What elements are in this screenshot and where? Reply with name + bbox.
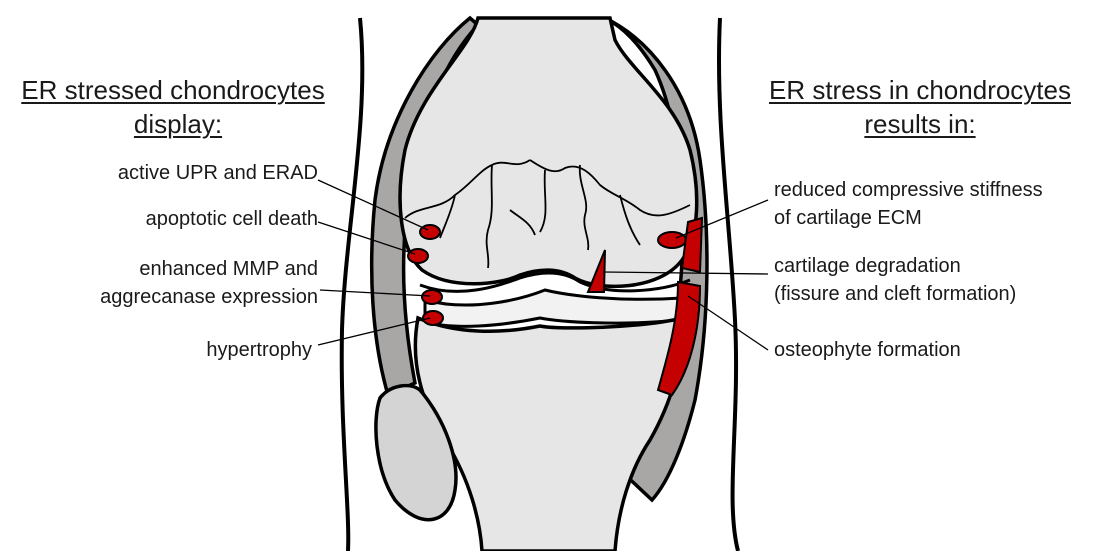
label-reduced-stiffness-line1: reduced compressive stiffness <box>774 178 1043 202</box>
tibia <box>415 318 683 551</box>
meniscus <box>425 290 682 326</box>
label-cartilage-degradation-line2: (fissure and cleft formation) <box>774 282 1016 306</box>
label-enhanced-mmp-line1: enhanced MMP and <box>40 257 318 281</box>
right-heading-line2: results in: <box>830 108 1010 140</box>
label-osteophyte-formation: osteophyte formation <box>774 338 961 362</box>
chondrocyte-apoptosis <box>408 249 428 263</box>
label-active-upr-erad: active UPR and ERAD <box>40 161 318 185</box>
label-enhanced-mmp-line2: aggrecanase expression <box>20 285 318 309</box>
chondrocyte-hypertrophy <box>423 311 443 325</box>
left-heading-line1: ER stressed chondrocytes <box>8 74 338 106</box>
label-cartilage-degradation-line1: cartilage degradation <box>774 254 961 278</box>
label-reduced-stiffness-line2: of cartilage ECM <box>774 206 922 230</box>
ecm-lesion <box>658 232 686 248</box>
label-hypertrophy: hypertrophy <box>40 338 312 362</box>
chondrocyte-mmp <box>422 290 442 304</box>
right-heading-line1: ER stress in chondrocytes <box>750 74 1090 106</box>
label-apoptotic-cell-death: apoptotic cell death <box>40 207 318 231</box>
leg-outline-left <box>342 18 363 551</box>
left-heading-line2: display: <box>98 108 258 140</box>
leg-outline-right <box>719 18 738 551</box>
